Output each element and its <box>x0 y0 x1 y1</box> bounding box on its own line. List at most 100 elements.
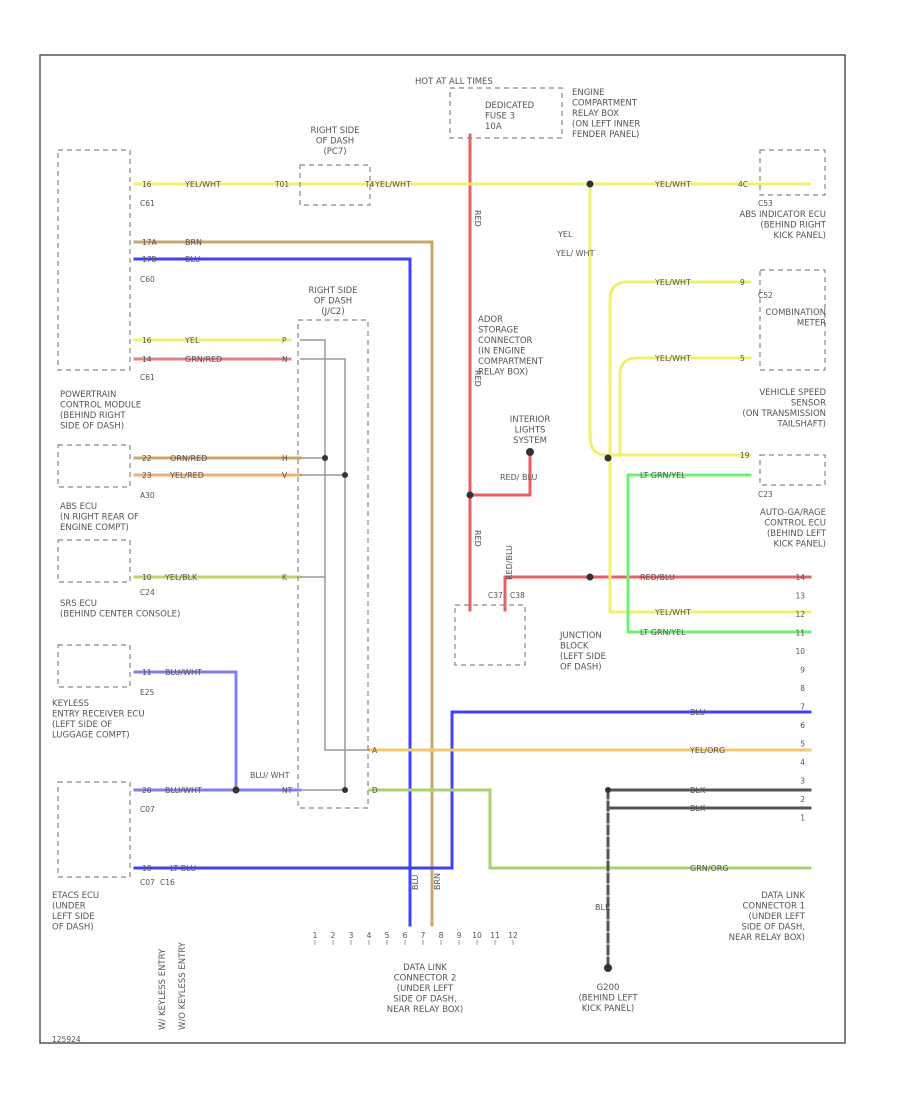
pin-number: 19 <box>740 451 750 460</box>
wires <box>133 133 812 970</box>
pcm-box <box>57 149 131 371</box>
srs-box <box>57 539 131 583</box>
pin-number: 11 <box>142 668 152 677</box>
pcm-label-line: CONTROL MODULE <box>60 401 141 411</box>
wire-red-interior <box>468 448 532 497</box>
pin-number: C37 <box>488 591 503 600</box>
wire-color-label: RED/BLU <box>505 545 514 580</box>
wire-color-label: LT GRN/YEL <box>640 628 686 637</box>
data-link-connector-2-label-line: (UNDER LEFT <box>397 984 454 994</box>
ador-storage-label-line: (IN ENGINE <box>478 347 525 357</box>
ador-storage-label-line: CONNECTOR <box>478 336 533 346</box>
wire-color-label: BRN <box>185 238 202 247</box>
pin-number: 17B <box>142 255 157 264</box>
pin-number: D <box>372 786 378 795</box>
ground-g200-label-line: KICK PANEL) <box>582 1004 634 1014</box>
pin-number: 9 <box>740 278 745 287</box>
dedicated-fuse-label-line: FUSE 3 <box>485 112 515 122</box>
pin-number: 17A <box>142 238 158 247</box>
wire-color-label: BLU/ WHT <box>250 771 290 780</box>
wire-color-label: YEL/RED <box>169 471 204 480</box>
keyless-box <box>57 644 131 688</box>
wire-red-blu <box>503 575 812 612</box>
etacs-ecu-label-line: LEFT SIDE <box>52 912 95 922</box>
fuse-box <box>449 87 563 139</box>
pin-number: K <box>282 573 288 582</box>
auto-ga-ecu-label-line: (BEHIND LEFT <box>767 529 827 539</box>
footer-code: 125924 <box>52 1035 81 1044</box>
wire-color-label: YEL <box>557 230 573 239</box>
dlc1-pin: 4 <box>800 758 805 767</box>
diagram-frame <box>39 54 846 1044</box>
jc2-bus <box>300 339 370 791</box>
wire-lt-grn <box>626 473 752 634</box>
junction-block-label-line: JUNCTION <box>559 631 602 641</box>
auto-ga-ecu-label-line: AUTO-GA/RAGE <box>760 508 826 518</box>
wire-color-label: BLU <box>185 255 201 264</box>
dlc2-pin: 2 <box>331 931 336 940</box>
etacs-ecu-label-line: (UNDER <box>52 902 86 912</box>
ador-storage-label-line: ADOR <box>478 315 503 325</box>
dlc2-pin: 8 <box>439 931 444 940</box>
wire-brn <box>133 240 434 927</box>
pin-number: 16 <box>142 180 152 189</box>
junction-block-label-line: BLOCK <box>560 642 589 652</box>
dlc2-pins <box>314 940 514 945</box>
keyless-entry-label-line: LUGGAGE COMPT) <box>52 731 130 741</box>
connector-id: C16 <box>160 878 175 887</box>
vehicle-speed-sensor-label-line: VEHICLE SPEED <box>759 388 826 398</box>
abs-box <box>57 444 131 488</box>
wire-blu <box>133 257 412 927</box>
wire-color-label: YEL/WHT <box>374 180 411 189</box>
pin-number: A <box>372 746 378 755</box>
connector-id: C07 <box>140 805 155 814</box>
connector-id: C61 <box>140 373 155 382</box>
combination-meter-label-line: METER <box>797 319 826 329</box>
pin-number: V <box>282 471 288 480</box>
pcm-label-line: (BEHIND RIGHT <box>60 411 126 421</box>
wire-yel-wht-combo <box>608 280 752 614</box>
pc7-box <box>299 164 371 206</box>
wire-color-label: BLK <box>690 804 706 813</box>
combo-meter-box <box>759 269 826 371</box>
pin-number: T4 <box>364 180 375 189</box>
wire-color-label: LT BLU <box>170 864 196 873</box>
wire-color-label: RED/ BLU <box>500 473 538 482</box>
wire-color-label: ORN/RED <box>170 454 207 463</box>
right-side-dash-jc2-label-line: RIGHT SIDE <box>308 286 357 296</box>
data-link-connector-2-label-line: CONNECTOR 2 <box>394 974 457 984</box>
splice-dots <box>232 180 612 972</box>
data-link-connector-2-label-line: NEAR RELAY BOX) <box>387 1005 463 1015</box>
dlc1-pin: 10 <box>795 647 805 656</box>
engine-relay-box-label-line: ENGINE <box>572 88 605 98</box>
wire-color-label: BLK <box>690 786 706 795</box>
pin-number: 14 <box>142 355 152 364</box>
engine-relay-box-label-line: COMPARTMENT <box>572 99 638 109</box>
data-link-connector-1-label-line: NEAR RELAY BOX) <box>729 933 805 943</box>
pin-number: H <box>282 454 288 463</box>
dlc2-pin: 7 <box>421 931 426 940</box>
pcm-label-line: POWERTRAIN <box>60 390 116 400</box>
keyless-entry-label-line: KEYLESS <box>52 699 89 709</box>
interior-lights-label-line: LIGHTS <box>515 426 546 436</box>
dlc2-pin: 1 <box>313 931 318 940</box>
vehicle-speed-sensor-label-line: SENSOR <box>791 399 826 409</box>
dlc2-pin: 4 <box>367 931 372 940</box>
right-side-dash-pc7-label-line: (PC7) <box>323 147 346 157</box>
data-link-connector-1-label-line: (UNDER LEFT <box>749 912 806 922</box>
dlc1-pin: 14 <box>795 573 805 582</box>
ground-g200-label-line: (BEHIND LEFT <box>578 994 638 1004</box>
connector-id: C60 <box>140 275 155 284</box>
wire-grn-org <box>368 788 812 870</box>
right-side-dash-pc7-label-line: OF DASH <box>316 137 354 147</box>
abs-indicator-box <box>759 149 826 196</box>
pin-number: 22 <box>142 454 152 463</box>
wire-color-label: YEL/WHT <box>184 180 221 189</box>
wire-color-label: YEL/ORG <box>689 746 725 755</box>
data-link-connector-2-label-line: DATA LINK <box>403 963 447 973</box>
wire-color-label: YEL/BLK <box>164 573 198 582</box>
component-boxes <box>57 87 826 878</box>
pin-number: 5 <box>740 354 745 363</box>
